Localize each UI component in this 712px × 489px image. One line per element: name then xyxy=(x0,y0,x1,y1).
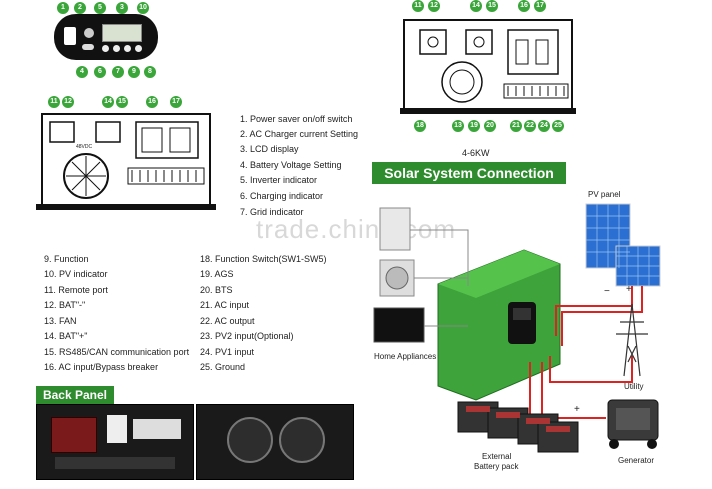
legend-item: 12. BAT"-" xyxy=(44,300,86,310)
home-appliances-caption: Home Appliances xyxy=(374,352,437,361)
pv-plus-label: + xyxy=(626,284,632,295)
back-panel-heading: Back Panel xyxy=(36,386,114,404)
legend-item: 13. FAN xyxy=(44,316,77,326)
legend-item: 15. RS485/CAN communication port xyxy=(44,347,190,357)
voltage-tag: 48VDC xyxy=(76,144,93,150)
back-panel-diagram xyxy=(36,113,216,210)
solar-heading: Solar System Connection xyxy=(372,162,566,184)
battery-plus-label: + xyxy=(574,404,580,415)
back-panel-photo-2 xyxy=(196,404,354,480)
legend-item: 20. BTS xyxy=(200,285,233,295)
pv-minus-label: − xyxy=(604,286,610,297)
legend-item: 1. Power saver on/off switch xyxy=(240,114,353,124)
legend-item: 21. AC input xyxy=(200,300,250,310)
legend-item: 5. Inverter indicator xyxy=(240,175,318,185)
battery-caption-line1: External xyxy=(482,452,512,461)
legend-item: 9. Function xyxy=(44,254,89,264)
lcd-display xyxy=(102,24,142,42)
legend-item: 10. PV indicator xyxy=(44,269,108,279)
legend-item: 2. AC Charger current Setting xyxy=(240,129,359,139)
utility-tower-icon xyxy=(616,303,648,377)
legend-item: 25. Ground xyxy=(200,362,246,372)
front-panel xyxy=(54,14,158,60)
legend-item: 24. PV1 input xyxy=(200,347,255,357)
watermark: trade.china.com xyxy=(256,214,456,244)
legend-item: 7. Grid indicator xyxy=(240,207,304,217)
legend-item: 22. AC output xyxy=(200,316,255,326)
power-switch[interactable] xyxy=(64,27,76,45)
battery-pack-icon xyxy=(457,401,579,453)
legend-item: 4. Battery Voltage Setting xyxy=(240,160,342,170)
back-panel-photo-1 xyxy=(36,404,194,480)
ac-charger-knob[interactable] xyxy=(84,28,94,38)
legend-item: 11. Remote port xyxy=(44,285,108,295)
home-appliances-icon xyxy=(373,207,425,343)
pv-panel-icon xyxy=(585,203,661,287)
legend-item: 6. Charging indicator xyxy=(240,191,324,201)
generator-caption: Generator xyxy=(618,456,655,465)
battery-voltage-knob[interactable] xyxy=(82,44,94,50)
legend-item: 16. AC input/Bypass breaker xyxy=(44,362,159,372)
legend-item: 18. Function Switch(SW1-SW5) xyxy=(200,254,327,264)
battery-caption-line2: Battery pack xyxy=(474,462,519,471)
legend-item: 19. AGS xyxy=(200,269,234,279)
indicator-leds xyxy=(102,45,144,53)
legend-item: 23. PV2 input(Optional) xyxy=(200,331,294,341)
legend-item: 14. BAT"+" xyxy=(44,331,88,341)
legend-item: 3. LCD display xyxy=(240,144,299,154)
panel-4-6kw-diagram xyxy=(400,19,576,114)
pv-panel-caption: PV panel xyxy=(588,190,621,199)
generator-icon xyxy=(607,399,659,449)
model-label: 4-6KW xyxy=(462,148,490,158)
solar-system-illustration xyxy=(373,203,661,453)
utility-caption: Utility xyxy=(624,382,644,391)
